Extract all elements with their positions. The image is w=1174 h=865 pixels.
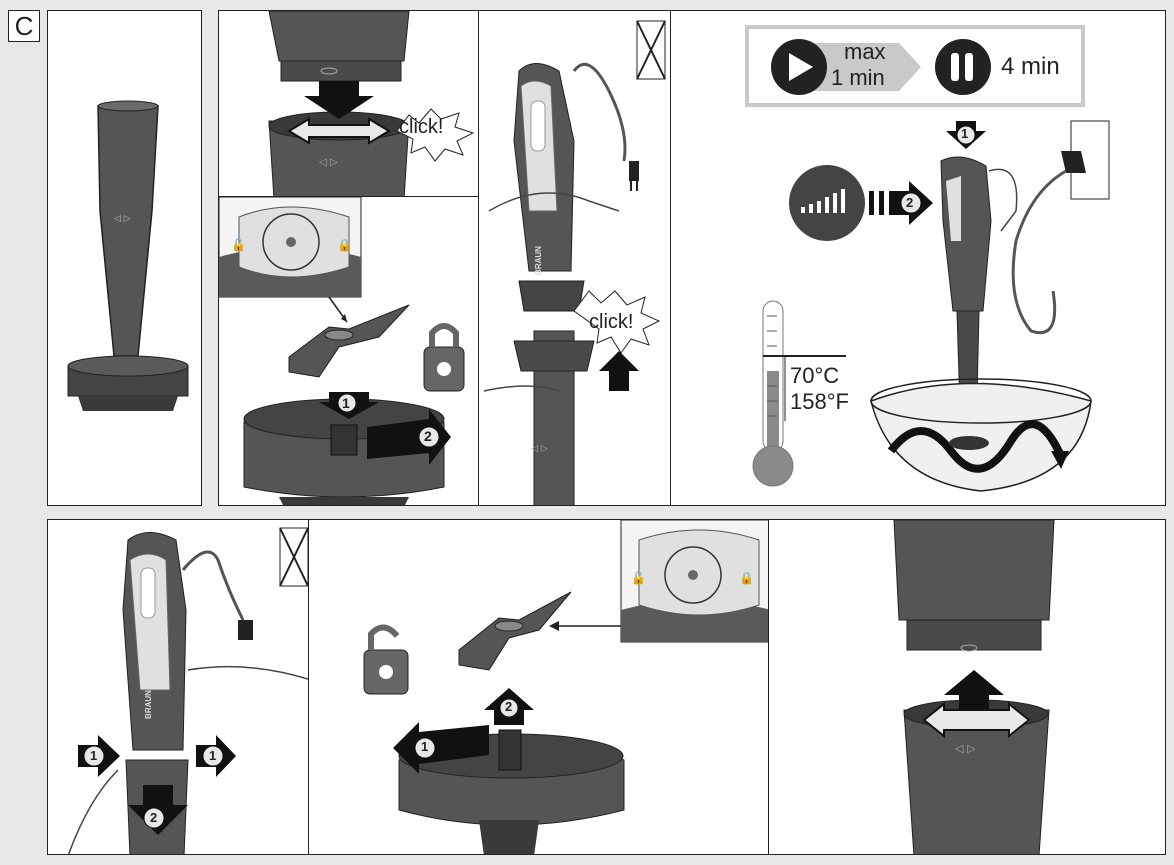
svg-text:◁ ▷: ◁ ▷: [955, 742, 976, 755]
step-2-marker: 2: [424, 428, 432, 444]
panel-detach-lid: ◁ ▷: [768, 519, 1166, 855]
step-2-marker: 2: [150, 810, 158, 825]
detach-lid-illustration: ◁ ▷: [893, 520, 1055, 854]
step-1-marker: 1: [421, 739, 429, 754]
remove-blade-illustration: 🔓 🔒: [363, 520, 769, 854]
step-2-marker: 2: [505, 699, 513, 714]
step-1-marker: 1: [90, 748, 98, 763]
section-badge: C: [8, 10, 40, 42]
timer-box: max 1 min 4 min: [745, 25, 1085, 107]
panel-click-motor: ◁ ▷ BRAUN click!: [478, 10, 672, 506]
motor-attach-illustration: ◁ ▷: [483, 20, 666, 505]
timer-graphics: [771, 39, 991, 95]
svg-text:🔒: 🔒: [337, 238, 352, 252]
step-2-marker: 2: [906, 195, 914, 210]
brand-label: BRAUN: [143, 690, 153, 719]
svg-text:🔒: 🔒: [739, 571, 754, 585]
click-label: click!: [399, 116, 444, 138]
panel-detach-motor: BRAUN 1 1 2: [47, 519, 310, 855]
max-label: max: [844, 39, 886, 64]
panel-attach-top: ◁ ▷ click!: [218, 10, 480, 198]
blade-insert-illustration: 🔓 🔒: [219, 197, 465, 505]
svg-text:◁ ▷: ◁ ▷: [319, 157, 338, 168]
shaft-illustration: ◁ ▷: [67, 100, 189, 411]
svg-text:🔓: 🔓: [231, 238, 246, 252]
pause-duration-label: 4 min: [1001, 53, 1060, 80]
attach-illustration: ◁ ▷: [268, 11, 475, 197]
operate-illustration: [752, 120, 1110, 492]
step-1-marker: 1: [961, 126, 969, 141]
svg-text:◁ ▷: ◁ ▷: [531, 444, 548, 454]
step-1-marker: 1: [209, 748, 217, 763]
panel-insert-blade: 🔓 🔒 1 2: [218, 196, 480, 506]
panel-operate: max 1 min 4 min: [670, 10, 1166, 506]
max-duration-label: 1 min: [831, 65, 885, 90]
svg-text:🔓: 🔓: [631, 571, 646, 585]
temperature-celsius: 70°C: [790, 363, 840, 388]
panel-shaft: ◁ ▷: [47, 10, 202, 506]
brand-label: BRAUN: [533, 246, 543, 275]
click-label: click!: [589, 311, 634, 333]
panel-remove-blade: 🔓 🔒 2 1: [308, 519, 770, 855]
temperature-fahrenheit: 158°F: [790, 389, 849, 414]
svg-text:◁ ▷: ◁ ▷: [114, 214, 131, 224]
step-1-marker: 1: [342, 395, 350, 411]
detach-illustration: [67, 527, 309, 854]
